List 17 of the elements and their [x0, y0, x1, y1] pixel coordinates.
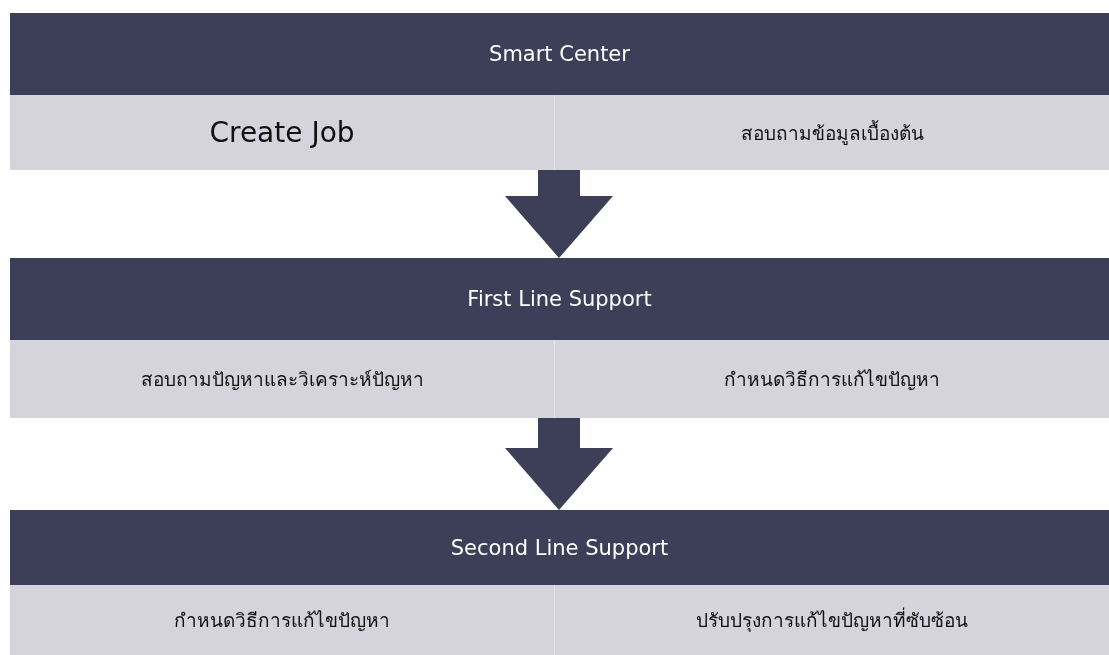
step-text: Create Job	[209, 116, 355, 149]
block-arrow	[505, 170, 613, 258]
stage-header	[10, 258, 1109, 340]
step-text: สอบถามปัญหาและวิเคราะห์ปัญหา	[140, 367, 424, 392]
band	[10, 95, 1109, 170]
step-text: กำหนดวิธีการแก้ไขปัญหา	[174, 608, 390, 633]
step-text: สอบถามข้อมูลเบื้องต้น	[740, 119, 924, 147]
step-text: กำหนดวิธีการแก้ไขปัญหา	[724, 367, 940, 392]
step-text: ปรับปรุงการแก้ไขปัญหาที่ซับซ้อน	[696, 606, 968, 634]
stage-header	[10, 510, 1109, 585]
stage-header	[10, 13, 1109, 95]
header-title: Second Line Support	[450, 535, 669, 560]
header-title: First Line Support	[467, 287, 652, 311]
band	[10, 585, 1109, 655]
block-arrow	[505, 418, 613, 510]
band	[10, 340, 1109, 418]
header-title: Smart Center	[489, 42, 630, 66]
